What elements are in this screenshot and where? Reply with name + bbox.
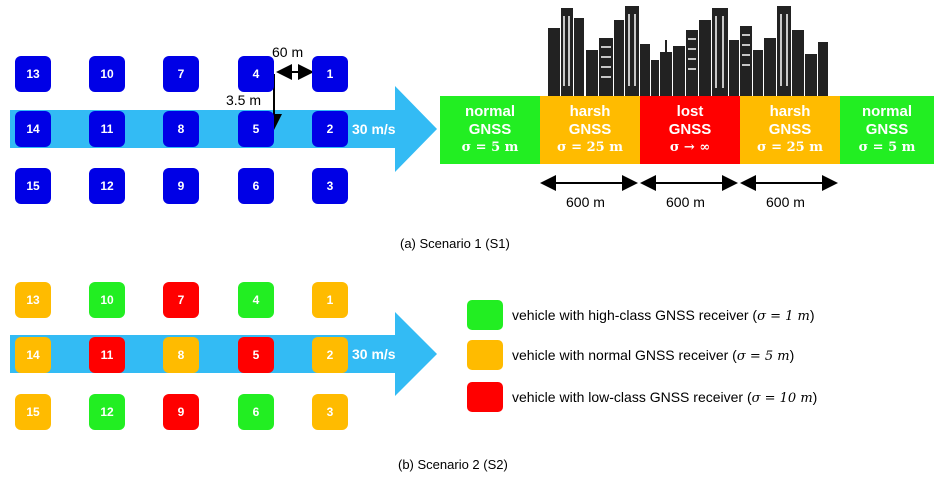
s1-vehicle: 15 xyxy=(15,168,51,204)
legend-swatch-high-class xyxy=(467,300,503,330)
zone-normal-gnss-1: normal GNSS σ = 5 m xyxy=(440,96,540,164)
zone-line1: lost xyxy=(676,103,704,120)
s1-vehicle: 8 xyxy=(163,111,199,147)
segment-2-label: 600 m xyxy=(666,194,705,210)
s1-vehicle: 11 xyxy=(89,111,125,147)
s2-vehicle: 13 xyxy=(15,282,51,318)
s1-vehicle: 2 xyxy=(312,111,348,147)
s2-vehicle: 2 xyxy=(312,337,348,373)
gap-dimension-label: 60 m xyxy=(272,44,304,60)
zone-line1: harsh xyxy=(769,103,811,120)
s1-motion-arrow xyxy=(10,86,437,172)
s1-speed-label: 30 m/s xyxy=(352,121,396,137)
segment-1-label: 600 m xyxy=(566,194,605,210)
s1-vehicle: 9 xyxy=(163,168,199,204)
zone-line1: normal xyxy=(464,103,515,120)
s2-caption: (b) Scenario 2 (S2) xyxy=(398,457,508,472)
s1-vehicle: 10 xyxy=(89,56,125,92)
zone-sigma: σ = 25 m xyxy=(557,140,623,155)
s2-vehicle: 4 xyxy=(238,282,274,318)
s2-vehicle: 1 xyxy=(312,282,348,318)
s1-vehicle: 3 xyxy=(312,168,348,204)
legend-label-high-class: vehicle with high-class GNSS receiver (σ… xyxy=(512,307,815,324)
zone-lost-gnss: lost GNSS σ → ∞ xyxy=(640,96,740,164)
s1-vehicle: 4 xyxy=(238,56,274,92)
s2-vehicle: 7 xyxy=(163,282,199,318)
lane-dimension-label: 3.5 m xyxy=(226,92,262,108)
s2-motion-arrow xyxy=(10,312,437,396)
s2-vehicle: 10 xyxy=(89,282,125,318)
zone-line2: GNSS xyxy=(568,121,612,138)
zone-line2: GNSS xyxy=(768,121,812,138)
zone-normal-gnss-2: normal GNSS σ = 5 m xyxy=(840,96,934,164)
s1-vehicle: 12 xyxy=(89,168,125,204)
legend-label-low-class: vehicle with low-class GNSS receiver (σ … xyxy=(512,389,818,406)
zone-harsh-gnss-2: harsh GNSS σ = 25 m xyxy=(740,96,840,164)
s1-vehicle: 1 xyxy=(312,56,348,92)
zone-line2: GNSS xyxy=(468,121,512,138)
s2-speed-label: 30 m/s xyxy=(352,346,396,362)
s2-vehicle: 6 xyxy=(238,394,274,430)
s2-vehicle: 8 xyxy=(163,337,199,373)
zone-sigma: σ = 5 m xyxy=(461,140,519,155)
s2-vehicle: 12 xyxy=(89,394,125,430)
s2-vehicle: 9 xyxy=(163,394,199,430)
legend-swatch-normal xyxy=(467,340,503,370)
s1-vehicle: 14 xyxy=(15,111,51,147)
s1-vehicle: 5 xyxy=(238,111,274,147)
zone-sigma: σ → ∞ xyxy=(669,140,711,155)
s1-vehicle: 7 xyxy=(163,56,199,92)
s1-caption: (a) Scenario 1 (S1) xyxy=(400,236,510,251)
s2-vehicle: 5 xyxy=(238,337,274,373)
zone-sigma: σ = 5 m xyxy=(858,140,916,155)
s2-vehicle: 3 xyxy=(312,394,348,430)
s1-vehicle: 6 xyxy=(238,168,274,204)
s2-vehicle: 14 xyxy=(15,337,51,373)
s2-vehicle: 15 xyxy=(15,394,51,430)
s2-vehicle: 11 xyxy=(89,337,125,373)
legend-swatch-low-class xyxy=(467,382,503,412)
zone-harsh-gnss-1: harsh GNSS σ = 25 m xyxy=(540,96,640,164)
zone-line1: harsh xyxy=(569,103,611,120)
zone-line1: normal xyxy=(861,103,912,120)
legend-label-normal: vehicle with normal GNSS receiver (σ = 5… xyxy=(512,347,795,364)
zone-line2: GNSS xyxy=(865,121,909,138)
zone-sigma: σ = 25 m xyxy=(757,140,823,155)
segment-3-label: 600 m xyxy=(766,194,805,210)
zone-line2: GNSS xyxy=(668,121,712,138)
s1-vehicle: 13 xyxy=(15,56,51,92)
